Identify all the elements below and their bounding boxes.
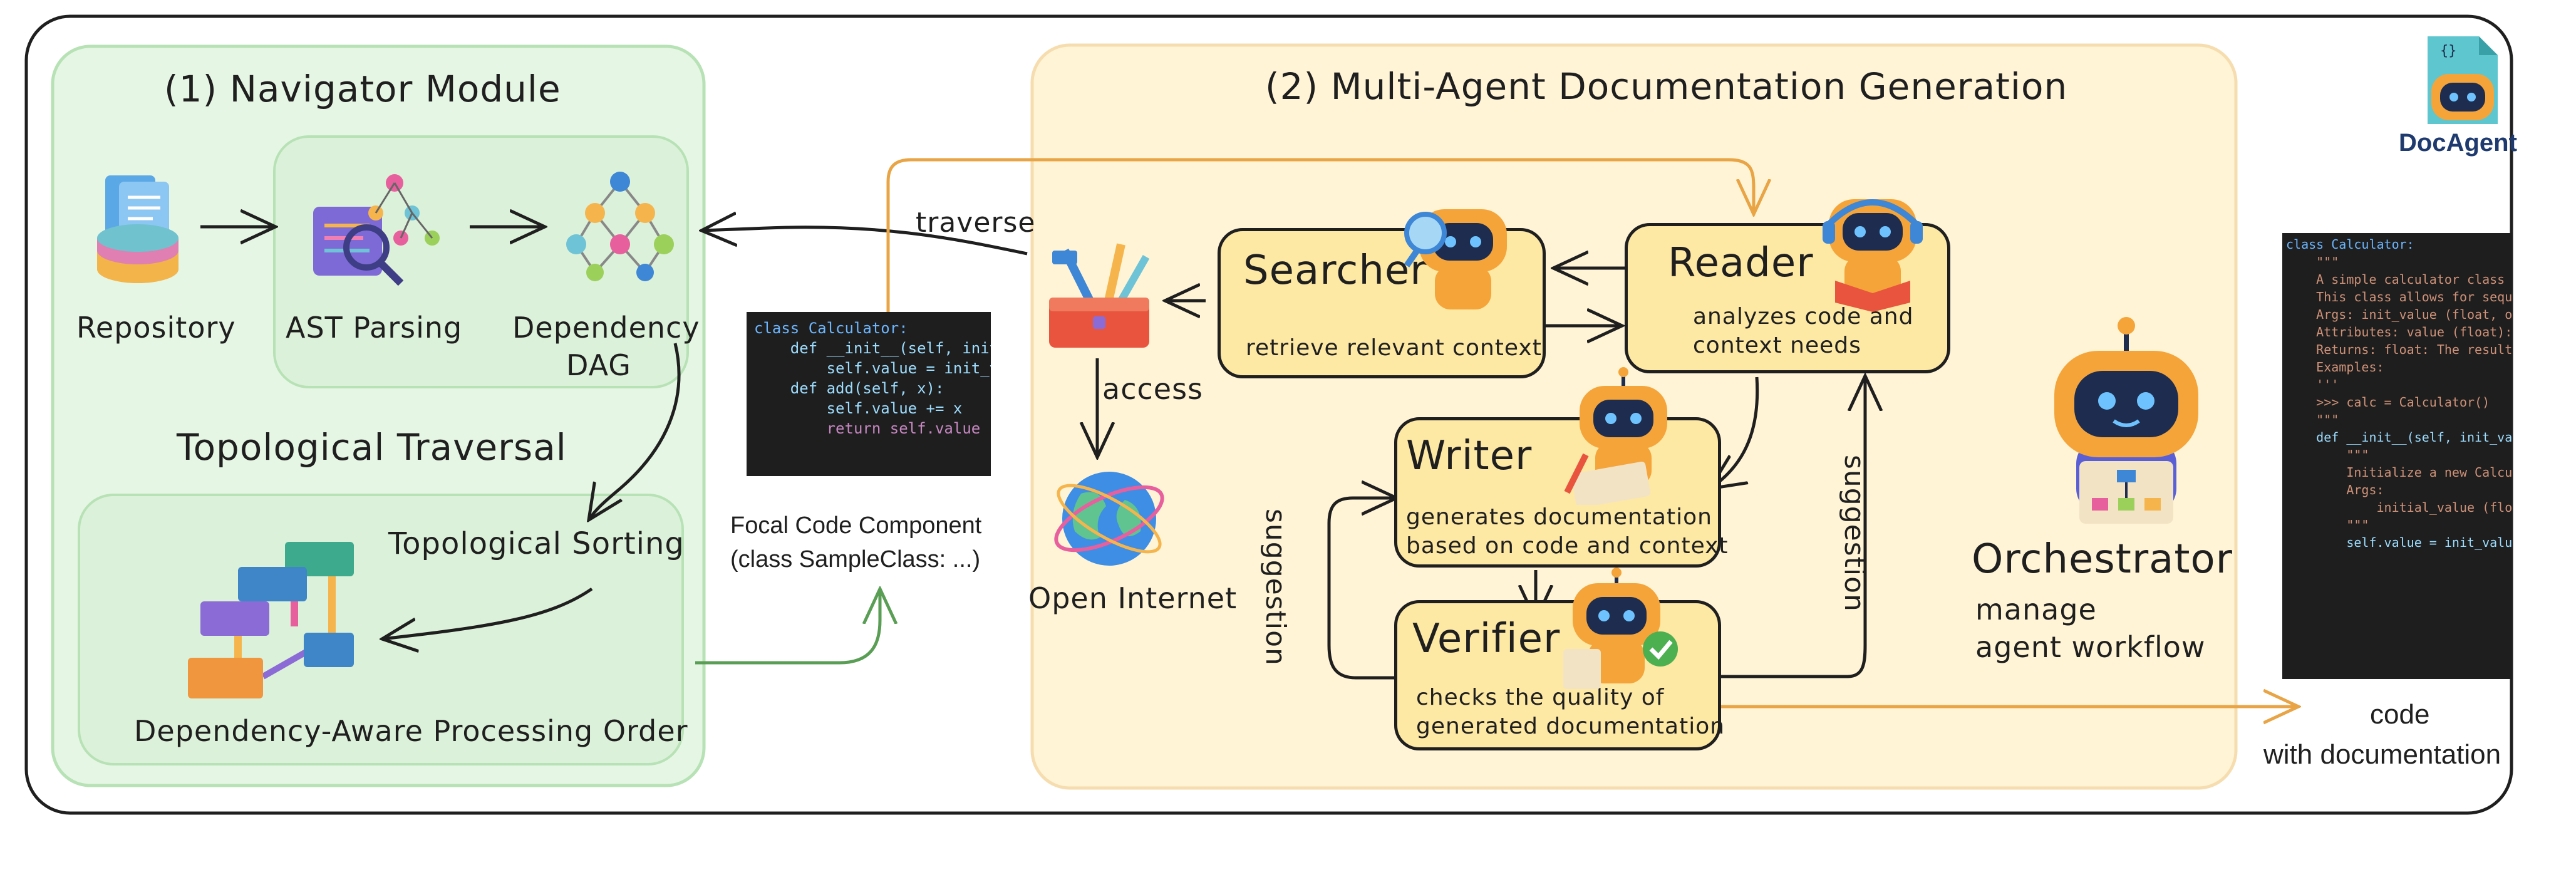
writer-desc-line1: generates documentation — [1406, 504, 1712, 530]
orchestrator-desc-line2: agent workflow — [1975, 630, 2206, 664]
output-caption-line2: with documentation — [2263, 739, 2501, 770]
output-code-block: class Calculator: """ A simple calculato… — [2282, 233, 2513, 679]
dependency-dag-label-line2: DAG — [566, 348, 631, 382]
focal-caption-line1: Focal Code Component — [730, 512, 982, 539]
output-code-line: initial_value (float — [2286, 500, 2513, 515]
arrow-suggestion-left — [1327, 498, 1397, 680]
access-label: access — [1102, 372, 1204, 406]
reader-robot-icon — [1823, 199, 1923, 312]
focal-code-line: self.value = init_v — [754, 360, 991, 377]
output-code-line: A simple calculator class th — [2286, 272, 2513, 287]
ast-parsing-icon — [313, 174, 440, 286]
writer-box: Writer generates documentation based on … — [1394, 417, 1728, 568]
focal-code-line: def __init__(self, init — [754, 340, 991, 357]
arrow-reader-writer — [1710, 376, 1759, 489]
output-code-line: This class allows for sequen — [2286, 289, 2513, 304]
reader-name: Reader — [1668, 240, 1814, 286]
output-code-line: """ — [2286, 254, 2339, 269]
arrow-suggestion-right — [1705, 376, 1865, 678]
arrow-dag-sorting — [589, 343, 681, 520]
output-code-line: def __init__(self, init_valu — [2286, 430, 2513, 445]
arrow-focal-reader — [886, 158, 1754, 312]
verifier-desc-line1: checks the quality of — [1416, 685, 1665, 710]
reader-desc-line2: context needs — [1693, 333, 1861, 358]
focal-code-line: def add(self, x): — [754, 380, 944, 397]
docagent-brand-label: DocAgent — [2399, 129, 2517, 157]
output-code-line: >>> calc = Calculator() — [2286, 395, 2490, 410]
topological-traversal-title: Topological Traversal — [177, 426, 567, 469]
globe-icon — [1054, 472, 1164, 566]
output-code-line: ''' — [2286, 377, 2339, 392]
focal-code-line: class Calculator: — [754, 319, 908, 337]
verifier-name: Verifier — [1412, 616, 1561, 662]
orchestrator-desc-line1: manage — [1975, 593, 2097, 626]
repository-label: Repository — [76, 311, 236, 345]
orchestrator-name: Orchestrator — [1972, 536, 2233, 583]
verifier-desc-line2: generated documentation — [1416, 713, 1725, 739]
output-caption-line1: code — [2370, 699, 2430, 730]
docagent-logo-icon: {} — [2428, 36, 2498, 124]
output-code-line: """ — [2286, 447, 2369, 462]
writer-desc-line2: based on code and context — [1406, 533, 1729, 559]
output-code-line: Args: — [2286, 482, 2384, 497]
output-code-line: """ — [2286, 412, 2339, 427]
multiagent-title: (2) Multi-Agent Documentation Generation — [1265, 65, 2068, 108]
ast-parsing-label: AST Parsing — [286, 311, 463, 345]
writer-robot-icon — [1564, 367, 1667, 505]
dependency-dag-icon — [566, 172, 674, 281]
searcher-desc: retrieve relevant context — [1246, 335, 1542, 361]
topological-sorting-label: Topological Sorting — [388, 526, 685, 561]
output-code-line: Attributes: value (float): T — [2286, 324, 2513, 340]
output-code-line: Args: init_value (float, opt — [2286, 307, 2513, 322]
focal-code-line: return self.value — [754, 420, 981, 437]
focal-caption-line2: (class SampleClass: ...) — [730, 546, 981, 573]
output-code-line: """ — [2286, 517, 2369, 532]
arrow-traverse — [701, 227, 1028, 256]
output-code-line: Returns: float: The result o — [2286, 342, 2513, 357]
svg-text:{}: {} — [2440, 43, 2457, 59]
verifier-box: Verifier checks the quality of generated… — [1394, 600, 1724, 750]
dependency-dag-label-line1: Dependency — [512, 311, 700, 345]
orchestrator-robot-icon — [2054, 317, 2198, 524]
repository-icon — [97, 175, 178, 283]
processing-order-label: Dependency-Aware Processing Order — [134, 714, 688, 748]
writer-name: Writer — [1406, 433, 1533, 479]
output-code-line: class Calculator: — [2286, 237, 2414, 252]
internet-label: Open Internet — [1028, 581, 1238, 615]
suggestion-left-label: suggestion — [1260, 509, 1291, 666]
arrow-order-focal — [695, 589, 880, 665]
focal-code-block: class Calculator: def __init__(self, ini… — [747, 312, 991, 476]
navigator-title: (1) Navigator Module — [164, 68, 561, 110]
focal-code-line: self.value += x — [754, 400, 963, 417]
output-code-line: self.value = init_value — [2286, 535, 2513, 550]
output-code-line: Examples: — [2286, 360, 2384, 375]
verifier-robot-icon — [1563, 568, 1678, 689]
searcher-robot-icon — [1404, 209, 1507, 309]
traverse-label: traverse — [916, 207, 1036, 239]
processing-order-icon — [188, 542, 354, 698]
arrow-sorting-order — [382, 587, 593, 639]
suggestion-right-label: suggestion — [1838, 455, 1870, 612]
searcher-name: Searcher — [1243, 247, 1427, 294]
parse-group-panel — [273, 135, 689, 388]
output-code-line: Initialize a new Calcula — [2286, 465, 2513, 480]
toolbox-icon — [1049, 243, 1150, 348]
